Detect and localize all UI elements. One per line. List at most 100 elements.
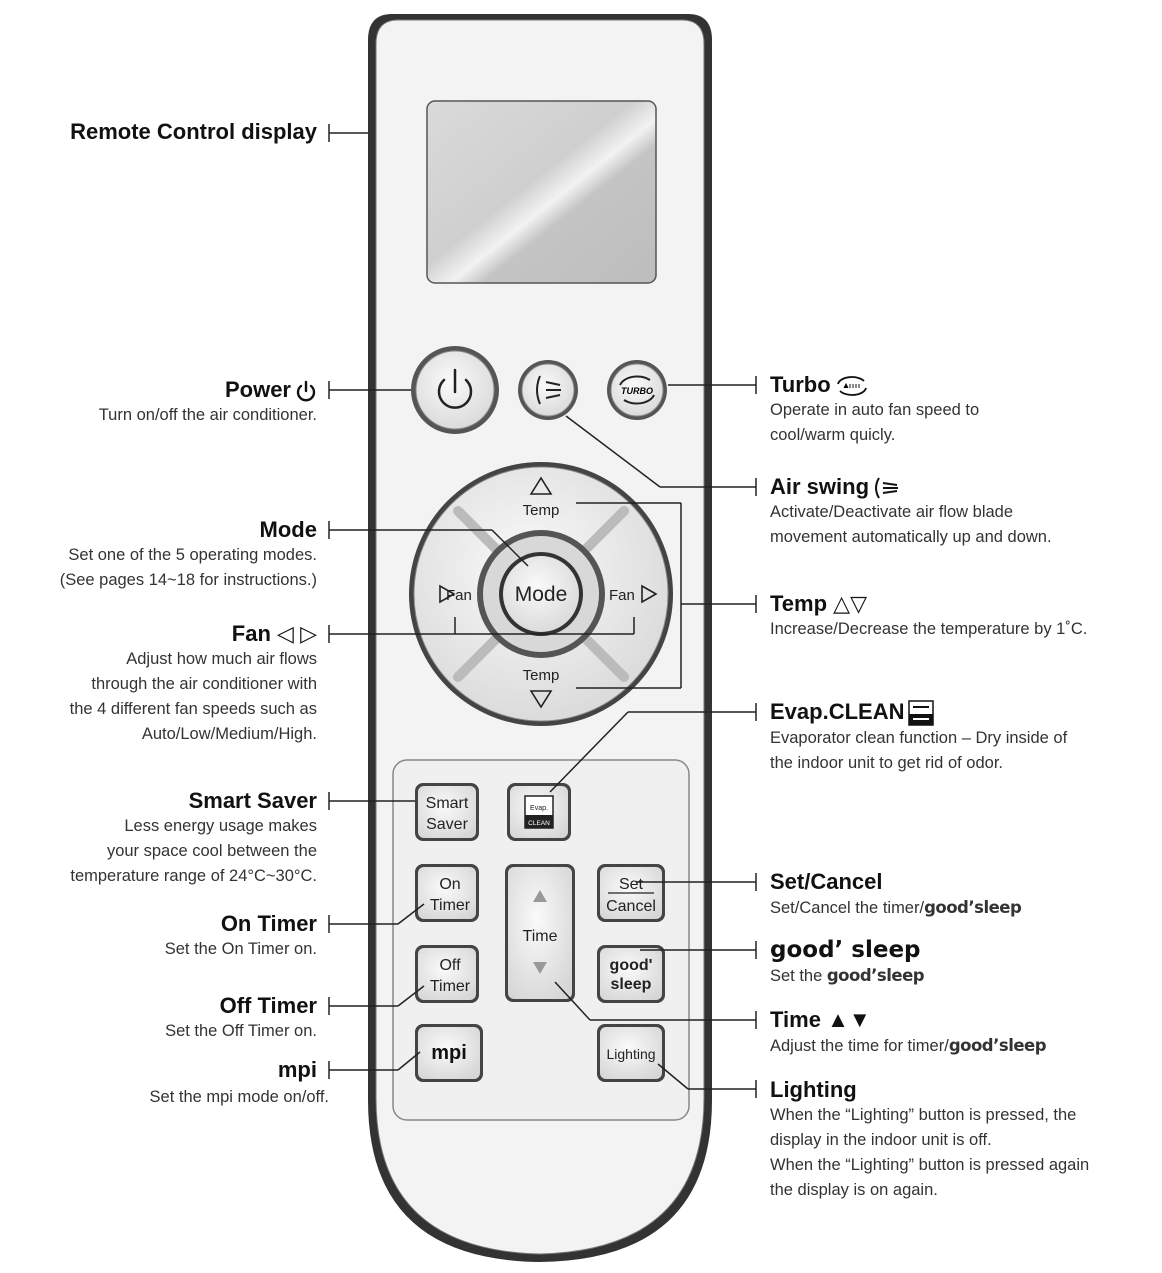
set-cancel-button[interactable]: Set Cancel (597, 864, 665, 922)
time-up-icon (533, 890, 547, 902)
callout-set-cancel-desc: Set/Cancel the timer/ (770, 899, 925, 917)
power-icon (437, 368, 473, 409)
callout-display: Remote Control display (70, 119, 317, 145)
callout-mpi-desc-wrap: Set the mpi mode on/off. (150, 1085, 329, 1110)
callout-mode-desc: (See pages 14~18 for instructions.) (59, 571, 317, 589)
mpi-button[interactable]: mpi (415, 1024, 483, 1082)
callout-smart-saver-desc: temperature range of 24°C~30°C. (70, 867, 317, 885)
smart-saver-button[interactable]: Smart Saver (415, 783, 479, 841)
callout-mpi-title: mpi (277, 1057, 317, 1082)
lighting-button[interactable]: Lighting (597, 1024, 665, 1082)
callout-temp-desc: Increase/Decrease the temperature by 1˚C… (770, 620, 1088, 638)
triangle-down-icon (529, 690, 553, 709)
mpi-button-label: mpi (431, 1042, 467, 1064)
callout-off-timer-title: Off Timer (219, 993, 317, 1018)
callout-evap-title: Evap.CLEAN (770, 699, 905, 724)
evap-top-label: Evap. (530, 805, 548, 812)
temp-up-button[interactable]: Temp (523, 476, 560, 519)
off-label: Off (439, 957, 461, 974)
on-label: On (439, 876, 460, 893)
callout-time-desc: Adjust the time for timer/ (770, 1037, 949, 1055)
air-swing-icon (536, 375, 561, 405)
temp-up-label: Temp (523, 502, 560, 519)
off-timer-button[interactable]: Off Timer (415, 945, 479, 1003)
air-swing-button[interactable] (518, 360, 578, 420)
callout-fan: Fan ◁ ▷ Adjust how much air flows throug… (70, 621, 317, 747)
temp-down-label: Temp (523, 667, 560, 684)
callout-good-sleep-title: good’ sleep (770, 937, 921, 963)
callout-temp: Temp △▽ Increase/Decrease the temperatur… (770, 591, 1087, 642)
time-label: Time (523, 928, 558, 945)
callout-mpi-desc: Set the mpi mode on/off. (149, 1088, 329, 1106)
callout-turbo-desc: Operate in auto fan speed to (770, 401, 980, 419)
callout-smart-saver-desc: Less energy usage makes (124, 817, 317, 835)
fan-left-button[interactable]: Fan (439, 584, 472, 604)
callout-set-cancel-title: Set/Cancel (770, 869, 883, 894)
temp-arrows-icon: △▽ (833, 591, 868, 616)
callout-lighting-title: Lighting (770, 1077, 857, 1102)
callout-off-timer: Off Timer Set the Off Timer on. (165, 993, 317, 1044)
callout-power-desc: Turn on/off the air conditioner. (98, 406, 317, 424)
good-label: good' (610, 957, 653, 974)
callout-good-sleep-desc: Set the (770, 967, 827, 985)
evap-clean-icon: Evap. CLEAN (524, 795, 554, 829)
mode-button[interactable]: Mode (499, 552, 583, 636)
callout-on-timer-title: On Timer (220, 911, 317, 936)
callout-fan-title: Fan (231, 621, 271, 646)
callout-mode-title: Mode (259, 517, 317, 542)
remote-display (426, 100, 657, 284)
saver-label: Saver (426, 816, 468, 833)
callout-lighting-desc: display in the indoor unit is off. (770, 1131, 992, 1149)
callout-evap-desc: the indoor unit to get rid of odor. (770, 754, 1003, 773)
power-button[interactable] (411, 346, 499, 434)
turbo-button-label: TURBO (621, 386, 653, 396)
callout-power: Power Turn on/off the air conditioner. (99, 377, 317, 428)
callout-on-timer: On Timer Set the On Timer on. (165, 911, 317, 962)
fan-right-label: Fan (609, 587, 635, 604)
sleep-label: sleep (611, 976, 652, 993)
callout-fan-desc: through the air conditioner with (91, 675, 317, 693)
lighting-button-label: Lighting (606, 1046, 655, 1062)
good-sleep-text: good’sleep (826, 966, 925, 985)
smart-label: Smart (426, 795, 469, 812)
callout-air-swing-desc: movement automatically up and down. (770, 528, 1052, 547)
callout-lighting-desc: the display is on again. (770, 1181, 938, 1199)
callout-power-title: Power (224, 377, 291, 402)
callout-turbo-title: Turbo (770, 372, 831, 397)
turbo-icon (836, 376, 867, 397)
callout-time: Time ▲▼ Adjust the time for timer/good’s… (770, 1007, 1047, 1059)
callout-smart-saver-desc: your space cool between the (106, 842, 317, 860)
on-timer-button[interactable]: On Timer (415, 864, 479, 922)
good-sleep-button[interactable]: good' sleep (597, 945, 665, 1003)
callout-lines (328, 124, 757, 1098)
fan-right-button[interactable]: Fan (609, 584, 658, 604)
evap-clean-button[interactable]: Evap. CLEAN (507, 783, 571, 841)
set-label: Set (619, 876, 644, 893)
turbo-button[interactable]: TURBO (607, 360, 667, 420)
triangle-up-icon (529, 476, 553, 495)
callout-evap-desc: Evaporator clean function – Dry inside o… (770, 729, 1068, 748)
callout-on-timer-desc: Set the On Timer on. (164, 940, 317, 958)
callout-fan-desc: Adjust how much air flows (126, 650, 317, 668)
callout-set-cancel: Set/Cancel Set/Cancel the timer/good’sle… (770, 869, 1022, 921)
fan-left-label: Fan (446, 587, 472, 604)
callout-lighting-desc: When the “Lighting” button is pressed, t… (770, 1106, 1077, 1124)
callout-fan-desc: Auto/Low/Medium/High. (141, 725, 317, 743)
time-button[interactable]: Time (505, 864, 575, 1002)
callout-display-title: Remote Control display (70, 119, 317, 144)
callout-fan-desc: the 4 different fan speeds such as (69, 700, 317, 718)
evap-clean-icon (908, 700, 935, 726)
callout-air-swing-title: Air swing (770, 474, 870, 499)
time-down-icon (533, 962, 547, 974)
air-swing-icon (875, 477, 899, 499)
triangle-right-icon (641, 584, 658, 604)
callout-good-sleep: good’ sleep Set the good’sleep (770, 937, 925, 989)
callout-time-title: Time (770, 1007, 821, 1032)
callout-smart-saver: Smart Saver Less energy usage makes your… (70, 788, 317, 889)
off-timer-label: Timer (430, 978, 471, 995)
temp-down-button[interactable]: Temp (523, 667, 560, 709)
on-timer-label: Timer (430, 897, 471, 914)
mode-button-label: Mode (515, 583, 568, 606)
fan-arrows-icon: ◁ ▷ (277, 621, 317, 646)
